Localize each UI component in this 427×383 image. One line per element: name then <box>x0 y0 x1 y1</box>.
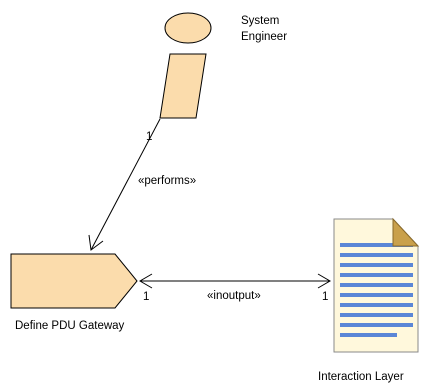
role-head-shape <box>164 12 212 44</box>
performs-label: «performs» <box>138 175 196 187</box>
inoutput-arrowhead-document-end <box>317 273 331 289</box>
document-text-lines <box>340 243 413 337</box>
role-system-engineer[interactable]: System Engineer <box>159 12 287 119</box>
inoutput-multiplicity-document: 1 <box>322 291 328 303</box>
inoutput-arrowhead-task-end <box>139 273 153 289</box>
document-fold-corner <box>392 217 420 247</box>
role-name-line1: System <box>241 15 279 27</box>
role-name-line2: Engineer <box>241 31 287 43</box>
inoutput-link[interactable]: «inoutput» 1 1 <box>139 273 331 303</box>
role-body-shape <box>159 53 207 119</box>
performs-arrowhead <box>88 234 104 251</box>
work-product-name: Interaction Layer <box>318 371 404 383</box>
performs-link-line <box>90 118 161 251</box>
task-define-pdu-gateway[interactable]: Define PDU Gateway <box>10 253 138 332</box>
task-name: Define PDU Gateway <box>15 320 125 332</box>
performs-link[interactable]: «performs» 1 <box>88 118 196 251</box>
inoutput-multiplicity-task: 1 <box>143 291 149 303</box>
work-product-interaction-layer[interactable]: Interaction Layer <box>318 217 420 383</box>
task-shape <box>10 253 138 309</box>
inoutput-label: «inoutput» <box>207 290 261 302</box>
performs-multiplicity: 1 <box>146 131 152 143</box>
